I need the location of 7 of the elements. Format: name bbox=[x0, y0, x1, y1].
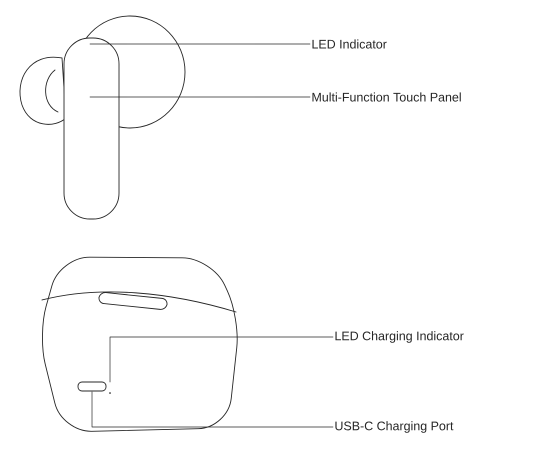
callout-label: LED Charging Indicator bbox=[335, 331, 464, 343]
leader-line bbox=[90, 96, 310, 98]
callout-label: USB-C Charging Port bbox=[335, 421, 454, 433]
callout-label: LED Indicator bbox=[312, 39, 387, 49]
callout-label: Multi-Function Touch Panel bbox=[312, 92, 461, 102]
leader-line bbox=[92, 392, 334, 428]
leader-line bbox=[110, 336, 334, 382]
